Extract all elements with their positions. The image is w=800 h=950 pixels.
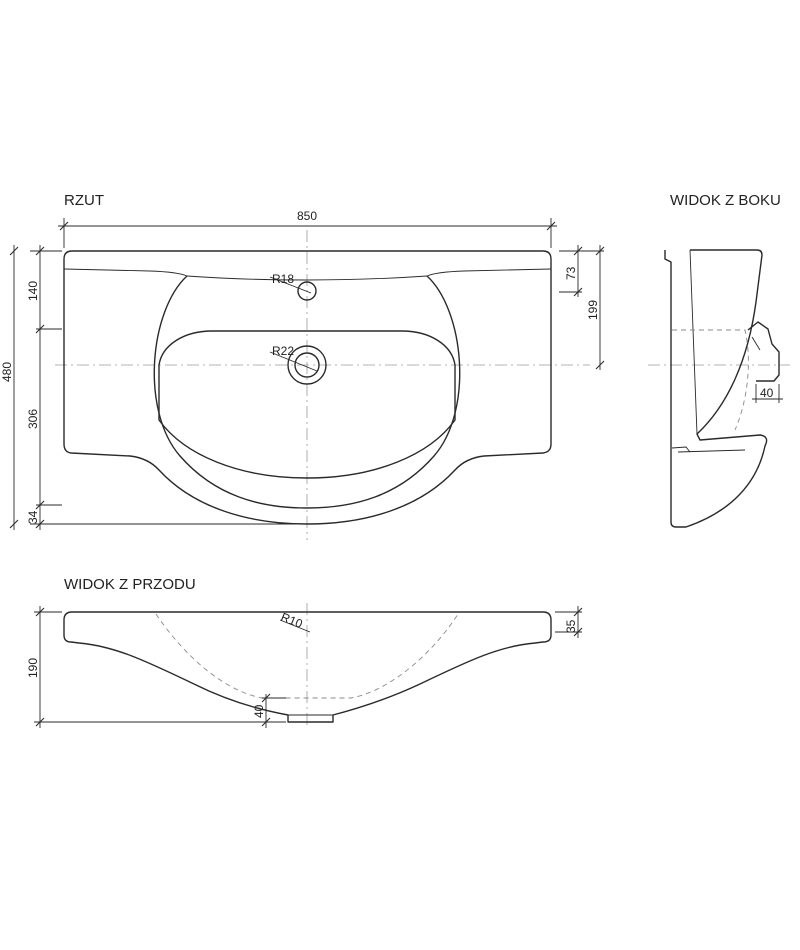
dim-34-tick-bottom: [35, 519, 45, 529]
top-view: R18 R22 850 480 140 306 34: [0, 209, 605, 540]
front-view-outline: [63, 611, 552, 723]
dim-199-tick-bottom: [595, 360, 605, 370]
dim-480-tick-top: [9, 246, 19, 256]
side-view-inner-step: [671, 446, 691, 453]
top-view-title: RZUT: [64, 192, 104, 209]
side-view-drain: [747, 321, 780, 382]
faucet-hole-icon: [297, 281, 317, 301]
dim-190-tick-bottom: [35, 717, 45, 727]
side-view-title: WIDOK Z BOKU: [670, 192, 781, 209]
dim-850-tick-left: [59, 221, 69, 231]
dim-140-tick-bottom: [35, 324, 45, 334]
dim-34-label: 34: [26, 510, 40, 524]
dim-190-tick-top: [35, 607, 45, 617]
top-view-inner-basin: [158, 330, 456, 479]
drain-inner-circle: [294, 352, 320, 378]
dim-front-40-tick-top: [261, 693, 271, 703]
dim-35-tick-top: [573, 607, 583, 617]
dim-480-label: 480: [0, 362, 14, 382]
dim-199-tick-top: [595, 246, 605, 256]
dim-73-tick-bottom: [573, 287, 583, 297]
top-view-bowl-outline: [153, 275, 461, 509]
side-view-inner-base: [677, 449, 746, 453]
dim-73-tick-top: [573, 246, 583, 256]
dim-850-tick-right: [546, 221, 556, 231]
dim-140-label: 140: [26, 281, 40, 301]
side-view: 40: [648, 249, 790, 528]
dim-73-label: 73: [564, 266, 578, 280]
dim-front-40-label: 40: [252, 704, 266, 718]
dim-35-tick-bottom: [573, 627, 583, 637]
drain-outer-circle: [287, 345, 327, 385]
front-view-hidden-bowl: [155, 613, 459, 699]
top-view-outline: [63, 250, 552, 525]
dim-190-label: 190: [26, 658, 40, 678]
dim-35-label: 35: [564, 619, 578, 633]
front-view-title: WIDOK Z PRZODU: [64, 576, 196, 593]
bowl-radius-leader: [279, 619, 311, 633]
top-view-rim-line: [63, 268, 552, 281]
side-view-hidden-bowl: [672, 329, 749, 431]
side-view-drain-detail: [751, 336, 761, 351]
dim-199-label: 199: [586, 300, 600, 320]
front-view: R10 190 35 40: [26, 603, 583, 728]
dim-140-tick-top: [35, 246, 45, 256]
dim-480-tick-bottom: [9, 519, 19, 529]
dim-front-40-tick-bottom: [261, 717, 271, 727]
dim-850-label: 850: [297, 209, 317, 223]
side-view-inner-wall: [689, 249, 698, 435]
side-view-outline: [664, 249, 768, 528]
faucet-radius-label: R18: [272, 272, 294, 286]
faucet-radius-leader: [269, 276, 312, 294]
dim-side-40-label: 40: [760, 386, 774, 400]
dim-306-label: 306: [26, 409, 40, 429]
drain-radius-leader: [269, 351, 318, 372]
drain-radius-label: R22: [272, 344, 294, 358]
dim-306-tick-bottom: [35, 500, 45, 510]
